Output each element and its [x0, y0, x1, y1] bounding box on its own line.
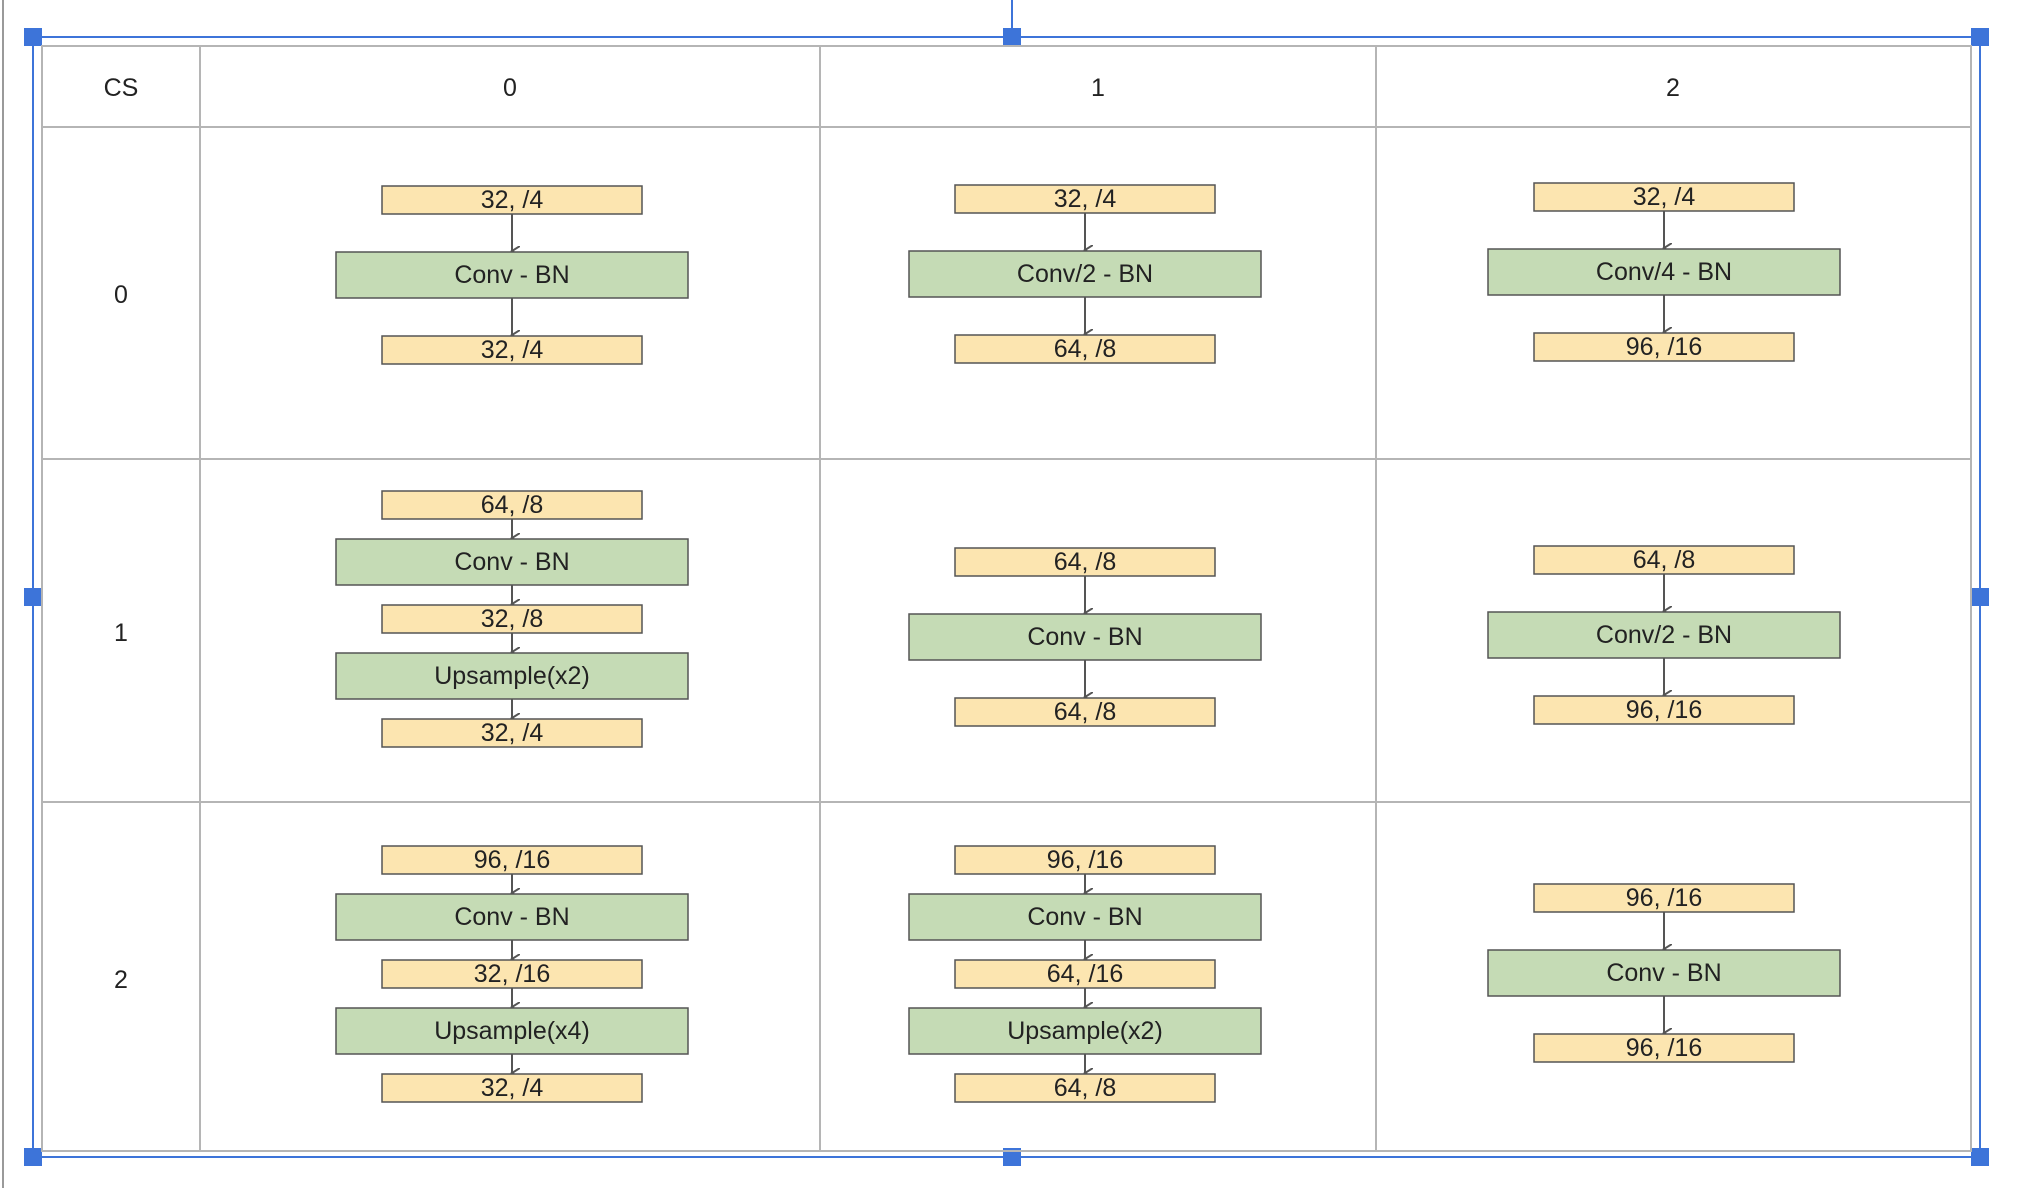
- operation-block[interactable]: [908, 613, 1262, 661]
- feature-label: 32, /4: [481, 1074, 544, 1102]
- row-header-2: 2: [114, 966, 128, 994]
- feature-block[interactable]: [1533, 332, 1795, 362]
- feature-label: 64, /8: [1633, 546, 1696, 574]
- resize-handle-top-left[interactable]: [24, 28, 42, 46]
- feature-label: 32, /4: [1633, 183, 1696, 211]
- feature-block[interactable]: [954, 1073, 1216, 1103]
- feature-block[interactable]: [381, 959, 643, 989]
- feature-label: 32, /4: [1054, 185, 1117, 213]
- feature-block[interactable]: [1533, 695, 1795, 725]
- operation-label: Conv/2 - BN: [1596, 621, 1732, 649]
- selection-frame[interactable]: [24, 0, 1989, 1166]
- operation-block[interactable]: [335, 893, 689, 941]
- operation-label: Conv - BN: [1027, 623, 1142, 651]
- row-header-0: 0: [114, 281, 128, 309]
- feature-block[interactable]: [381, 490, 643, 520]
- feature-label: 32, /4: [481, 336, 544, 364]
- operation-block[interactable]: [335, 1007, 689, 1055]
- operation-label: Conv - BN: [1027, 903, 1142, 931]
- resize-handle-bottom-center[interactable]: [1003, 1148, 1021, 1166]
- feature-label: 64, /8: [1054, 548, 1117, 576]
- corner-header: CS: [104, 74, 139, 102]
- col-header-1: 1: [1091, 74, 1105, 102]
- col-header-2: 2: [1666, 74, 1680, 102]
- feature-block[interactable]: [1533, 545, 1795, 575]
- feature-block[interactable]: [954, 184, 1216, 214]
- feature-block[interactable]: [381, 335, 643, 365]
- feature-block[interactable]: [954, 334, 1216, 364]
- feature-label: 32, /8: [481, 605, 544, 633]
- feature-label: 32, /16: [474, 960, 550, 988]
- operation-label: Conv - BN: [454, 903, 569, 931]
- operation-block[interactable]: [908, 250, 1262, 298]
- operation-label: Upsample(x2): [434, 662, 590, 690]
- feature-block[interactable]: [954, 697, 1216, 727]
- feature-label: 64, /8: [481, 491, 544, 519]
- cell-diagram: 64, /8 Conv/2 - BN 96, /16: [1487, 545, 1841, 725]
- operation-label: Conv - BN: [454, 261, 569, 289]
- cell-diagram: 32, /4 Conv/4 - BN 96, /16: [1487, 182, 1841, 362]
- resize-handle-top-center[interactable]: [1003, 28, 1021, 46]
- feature-block[interactable]: [381, 604, 643, 634]
- feature-label: 32, /4: [481, 719, 544, 747]
- resize-handle-bottom-right[interactable]: [1971, 1148, 1989, 1166]
- feature-label: 96, /16: [1626, 1034, 1702, 1062]
- feature-block[interactable]: [1533, 1033, 1795, 1063]
- cell-diagram: 32, /4 Conv - BN 32, /4: [335, 185, 689, 365]
- resize-handle-bottom-left[interactable]: [24, 1148, 42, 1166]
- operation-label: Upsample(x2): [1007, 1017, 1163, 1045]
- table-headers: CS 0 1 2 0 1 2: [104, 74, 1680, 994]
- col-header-0: 0: [503, 74, 517, 102]
- operation-block[interactable]: [335, 538, 689, 586]
- feature-block[interactable]: [381, 718, 643, 748]
- feature-label: 96, /16: [1626, 333, 1702, 361]
- feature-label: 96, /16: [474, 846, 550, 874]
- operation-label: Conv/2 - BN: [1017, 260, 1153, 288]
- feature-label: 96, /16: [1626, 696, 1702, 724]
- operation-label: Conv/4 - BN: [1596, 258, 1732, 286]
- feature-block[interactable]: [1533, 182, 1795, 212]
- feature-label: 96, /16: [1626, 884, 1702, 912]
- operation-block[interactable]: [335, 652, 689, 700]
- resize-handle-top-right[interactable]: [1971, 28, 1989, 46]
- cell-diagram: 64, /8 Conv - BN 32, /8 Upsample(x2) 32, /4: [335, 490, 689, 748]
- cell-diagram: 64, /8 Conv - BN 64, /8: [908, 547, 1262, 727]
- operation-label: Conv - BN: [454, 548, 569, 576]
- feature-label: 96, /16: [1047, 846, 1123, 874]
- feature-label: 64, /8: [1054, 698, 1117, 726]
- operation-label: Upsample(x4): [434, 1017, 590, 1045]
- feature-block[interactable]: [381, 845, 643, 875]
- resize-handle-middle-right[interactable]: [1971, 588, 1989, 606]
- table-grid: [41, 45, 1972, 1152]
- feature-block[interactable]: [381, 185, 643, 215]
- feature-block[interactable]: [381, 1073, 643, 1103]
- resize-handle-middle-left[interactable]: [24, 588, 42, 606]
- operation-block[interactable]: [1487, 248, 1841, 296]
- row-header-1: 1: [114, 619, 128, 647]
- feature-block[interactable]: [954, 547, 1216, 577]
- feature-label: 32, /4: [481, 186, 544, 214]
- operation-block[interactable]: [908, 1007, 1262, 1055]
- feature-label: 64, /8: [1054, 1074, 1117, 1102]
- operation-label: Conv - BN: [1606, 959, 1721, 987]
- feature-label: 64, /8: [1054, 335, 1117, 363]
- feature-label: 64, /16: [1047, 960, 1123, 988]
- cell-diagram: 32, /4 Conv/2 - BN 64, /8: [908, 184, 1262, 364]
- table-border: [41, 45, 1972, 1152]
